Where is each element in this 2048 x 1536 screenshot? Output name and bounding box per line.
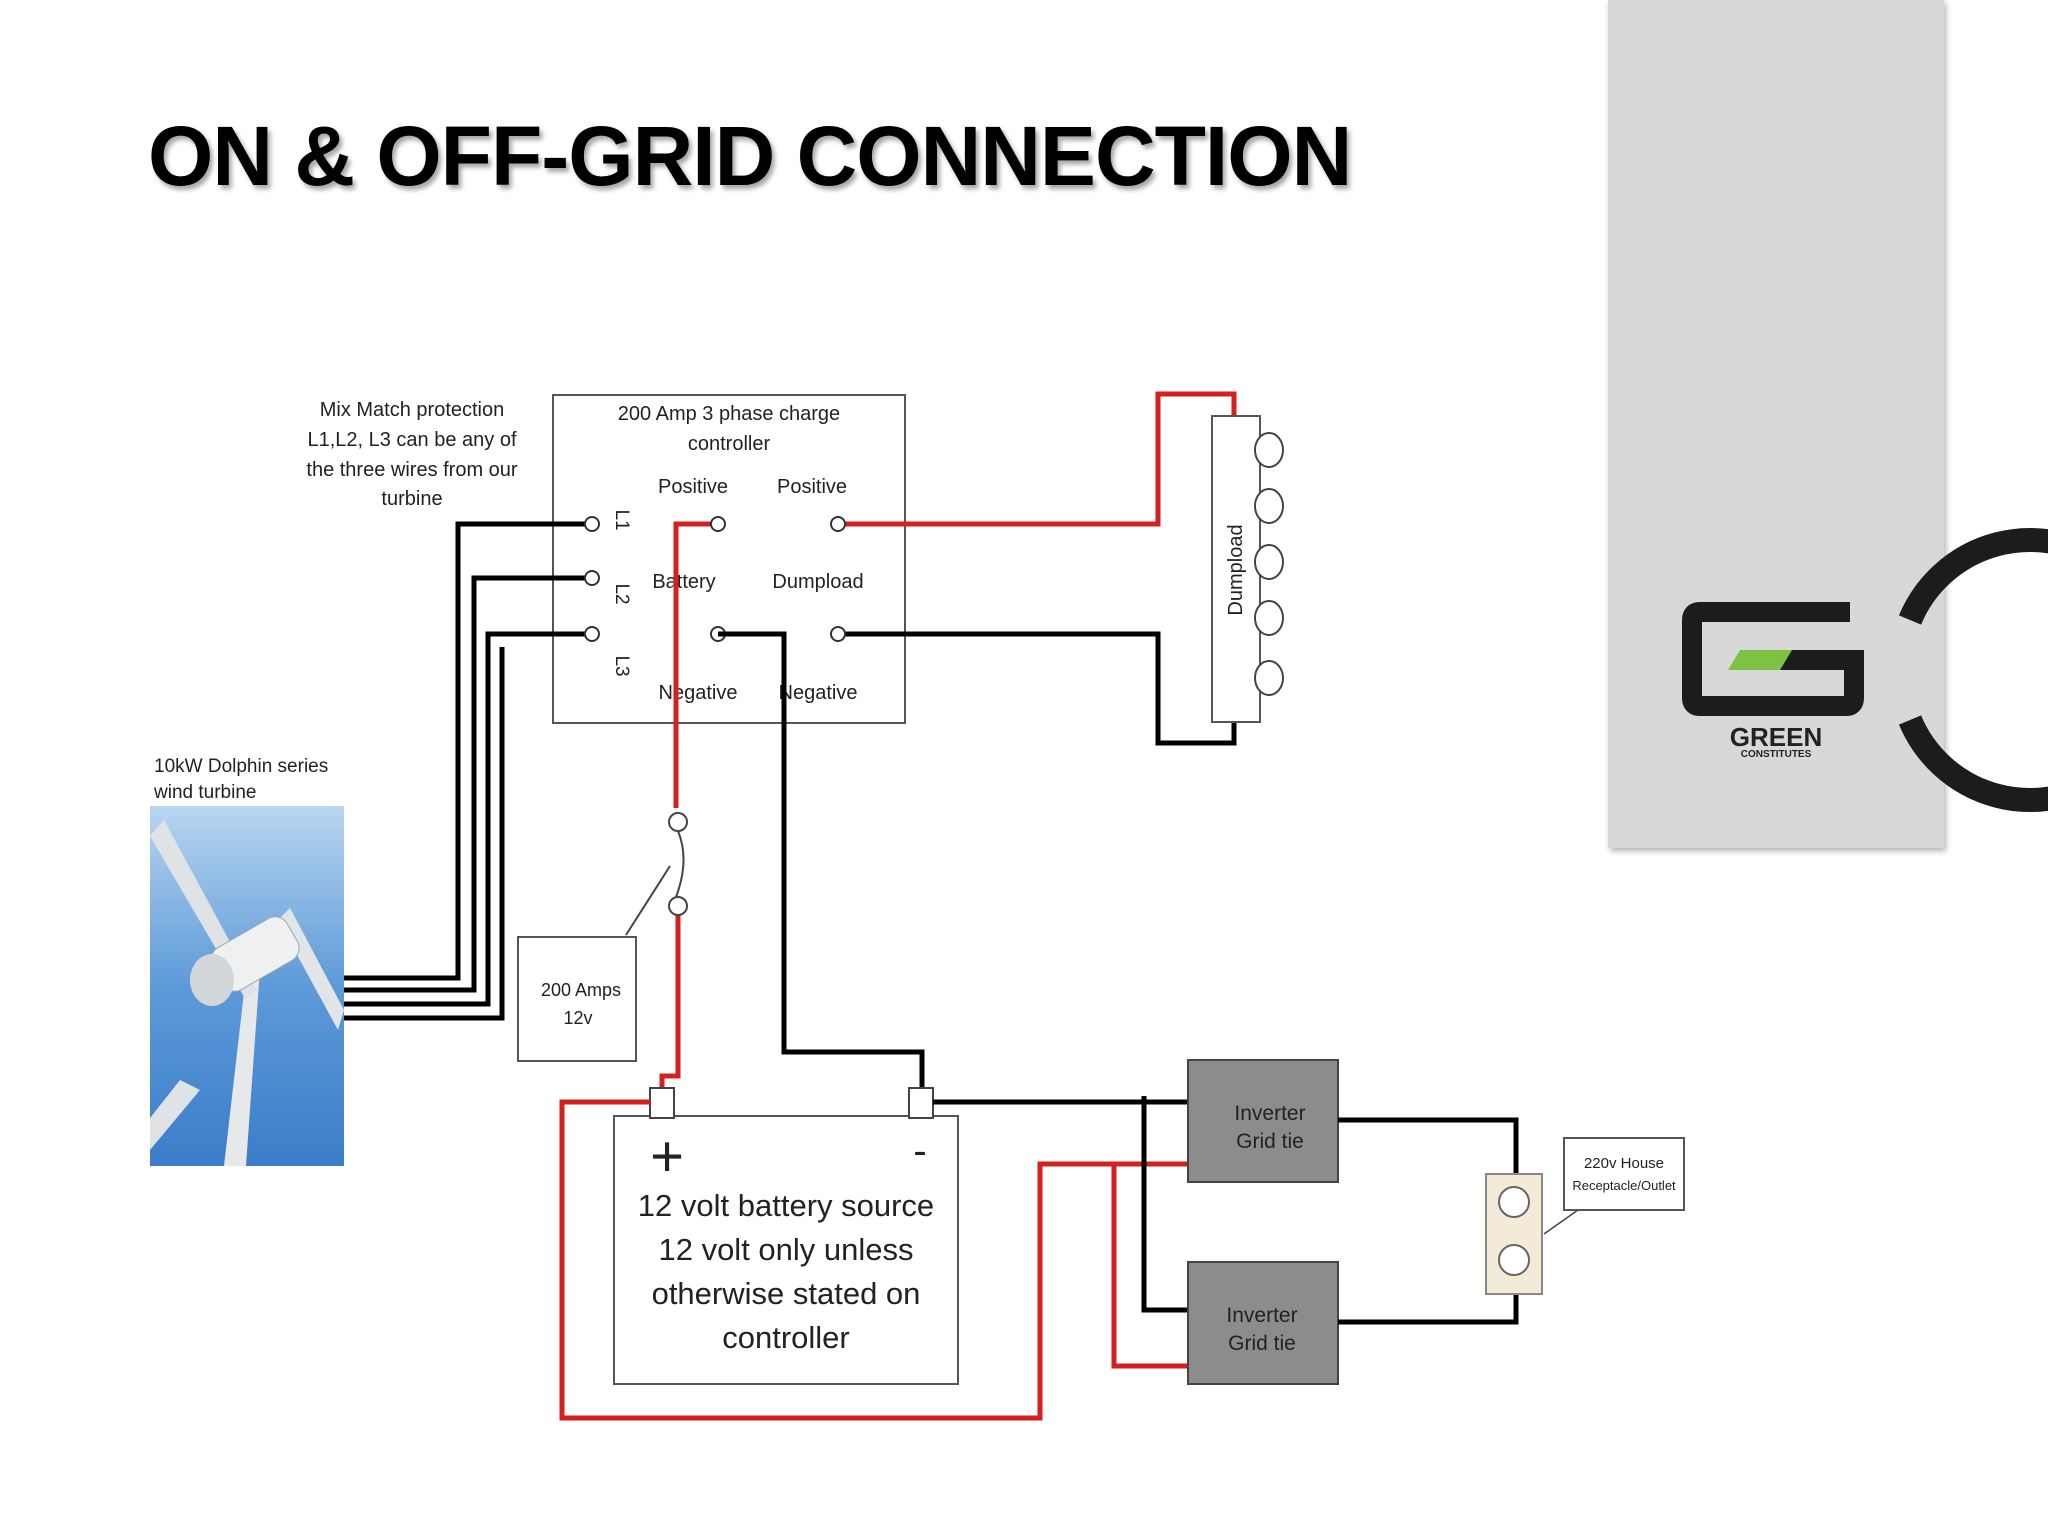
outlet-label-1: 220v House bbox=[1584, 1155, 1664, 1172]
inverter-top-output-wire bbox=[1338, 1117, 1519, 1180]
outlet-socket-top bbox=[1498, 1186, 1530, 1218]
battery-plus-post bbox=[649, 1087, 675, 1119]
negative-right-label: Negative bbox=[779, 682, 858, 704]
battery-line-4: controller bbox=[722, 1320, 850, 1355]
outlet-label-box bbox=[1563, 1137, 1685, 1211]
battery-line-2: 12 volt only unless bbox=[658, 1232, 913, 1267]
battery-terminal-label: Battery bbox=[652, 571, 715, 593]
phase-terminals bbox=[584, 516, 600, 642]
breaker-label-2: 12v bbox=[563, 1008, 592, 1028]
outlet-socket-bottom bbox=[1498, 1244, 1530, 1276]
inverter-top-line2: Grid tie bbox=[1236, 1130, 1304, 1153]
breaker-box bbox=[517, 936, 637, 1062]
dumpload-positive-terminal bbox=[830, 516, 846, 532]
inverter-bottom-negative-wire bbox=[1141, 1096, 1188, 1313]
slide-title: ON & OFF-GRID CONNECTION bbox=[148, 109, 1352, 203]
breaker-to-battery-wire bbox=[659, 908, 681, 1092]
mix-match-note: Mix Match protection L1,L2, L3 can be an… bbox=[306, 399, 518, 510]
controller-title-2: controller bbox=[688, 433, 771, 455]
battery-negative-wire bbox=[718, 631, 925, 1090]
battery-plus-loop-wire bbox=[559, 1099, 1188, 1421]
battery-minus-sign: - bbox=[913, 1129, 926, 1173]
charge-controller-box bbox=[552, 394, 906, 724]
l1-label: L1 bbox=[611, 509, 632, 530]
breaker-switch bbox=[625, 812, 688, 936]
svg-text:the three wires from our: the three wires from our bbox=[306, 459, 518, 481]
inverter-top-box bbox=[1187, 1059, 1339, 1183]
positive-left-label: Positive bbox=[658, 476, 728, 498]
l3-label: L3 bbox=[611, 655, 632, 676]
outlet-label-2: Receptacle/Outlet bbox=[1572, 1178, 1676, 1193]
logo-line2: CONSTITUTES bbox=[1741, 749, 1812, 760]
dumpload-negative-wire bbox=[838, 631, 1237, 746]
dumpload-negative-terminal bbox=[830, 626, 846, 642]
dumpload-resistors bbox=[1254, 432, 1284, 696]
positive-right-label: Positive bbox=[777, 476, 847, 498]
logo-line1: GREEN bbox=[1730, 722, 1822, 752]
inverter-bottom-line2: Grid tie bbox=[1228, 1332, 1296, 1355]
controller-title-1: 200 Amp 3 phase charge bbox=[618, 403, 840, 425]
inverter-bottom-box bbox=[1187, 1261, 1339, 1385]
battery-positive-terminal bbox=[710, 516, 726, 532]
battery-minus-post bbox=[908, 1087, 934, 1119]
battery-positive-wire bbox=[673, 521, 718, 808]
dumpload-label: Dumpload bbox=[1225, 524, 1247, 615]
turbine-caption-1: 10kW Dolphin series bbox=[154, 756, 328, 777]
green-constitutes-logo: GREEN CONSTITUTES bbox=[1682, 528, 2048, 812]
breaker-label-1: 200 Amps bbox=[541, 980, 621, 1000]
turbine-caption-2: wind turbine bbox=[153, 782, 256, 803]
svg-text:Mix Match protection: Mix Match protection bbox=[320, 399, 505, 421]
svg-text:L1,L2, L3 can be any of: L1,L2, L3 can be any of bbox=[307, 429, 516, 451]
svg-text:turbine: turbine bbox=[381, 488, 442, 510]
battery-plus-sign: + bbox=[650, 1124, 684, 1189]
inverter-top-line1: Inverter bbox=[1234, 1102, 1305, 1125]
battery-box bbox=[613, 1115, 959, 1385]
dumpload-positive-wire bbox=[838, 391, 1237, 527]
wind-turbine-photo bbox=[150, 806, 344, 1166]
inverter-bottom-positive-wire bbox=[1111, 1164, 1188, 1369]
battery-line-1: 12 volt battery source bbox=[638, 1188, 934, 1223]
inverter-bottom-line1: Inverter bbox=[1226, 1304, 1297, 1327]
negative-left-label: Negative bbox=[659, 682, 738, 704]
dumpload-terminal-label: Dumpload bbox=[772, 571, 863, 593]
turbine-phase-wires bbox=[342, 521, 592, 1021]
battery-line-3: otherwise stated on bbox=[652, 1276, 921, 1311]
l2-label: L2 bbox=[611, 583, 632, 604]
